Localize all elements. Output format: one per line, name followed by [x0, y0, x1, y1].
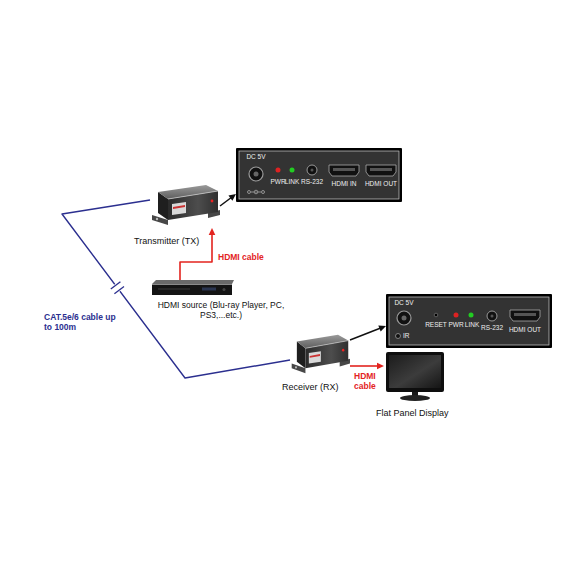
receiver-device: Receiver (RX) [290, 332, 350, 376]
arrowhead [209, 228, 216, 235]
device-caption: Transmitter (TX) [134, 236, 199, 246]
arrowhead [377, 363, 384, 370]
panel-label: PWR [270, 179, 285, 186]
device-caption: Flat Panel Display [376, 408, 449, 418]
panel-label: LINK [285, 179, 299, 186]
tv-illustration [386, 352, 444, 401]
panel-label: LINK [465, 322, 479, 329]
cable-label: CAT.5e/6 cable up to 100m [44, 312, 122, 332]
panel-label: HDMI OUT [509, 327, 541, 334]
arrowhead [378, 325, 386, 331]
connector-line [220, 197, 232, 206]
panel-label: DC 5V [394, 300, 413, 307]
flat-panel-display: Flat Panel Display [384, 352, 446, 402]
connector-line [350, 328, 381, 340]
hdmi-cable-arrow [350, 363, 384, 370]
panel-label: RESET [425, 322, 447, 329]
connector-line [62, 200, 290, 378]
cable-label: HDMI cable [218, 252, 264, 262]
zoom-arrow [350, 325, 386, 340]
arrowhead [228, 194, 236, 201]
device-caption: HDMI source (Blu-ray Player, PC, PS3,...… [156, 301, 286, 321]
hdmi-cable-arrow [180, 228, 215, 280]
device-caption: Receiver (RX) [282, 382, 339, 392]
tx-rear-panel: DC 5V PWRLINKRS-232 HDMI IN HDMI OUT [236, 148, 402, 202]
tx-panel-illustration [236, 148, 402, 202]
panel-label: HDMI IN [332, 181, 357, 188]
cable-label: HDMI cable [354, 371, 376, 391]
panel-label: DC 5V [246, 154, 265, 161]
receiver-illustration [292, 335, 350, 373]
connector-line [350, 365, 379, 367]
rx-panel-illustration [386, 294, 552, 348]
panel-label: PWR [448, 322, 463, 329]
panel-label: RS-232 [301, 179, 323, 186]
zoom-arrow [220, 194, 236, 206]
panel-label: HDMI OUT [365, 181, 397, 188]
rx-rear-panel: DC 5V IR RESETPWRLINKRS-232 HDMI OUT [386, 294, 552, 348]
panel-label: RS-232 [481, 325, 503, 332]
bluray-player-illustration [152, 280, 234, 295]
panel-label: IR [403, 333, 410, 340]
cat-cable-line [62, 200, 290, 378]
transmitter-device: Transmitter (TX) [150, 182, 220, 228]
hdmi-source-device: HDMI source (Blu-ray Player, PC, PS3,...… [150, 280, 234, 296]
transmitter-illustration [152, 185, 220, 225]
